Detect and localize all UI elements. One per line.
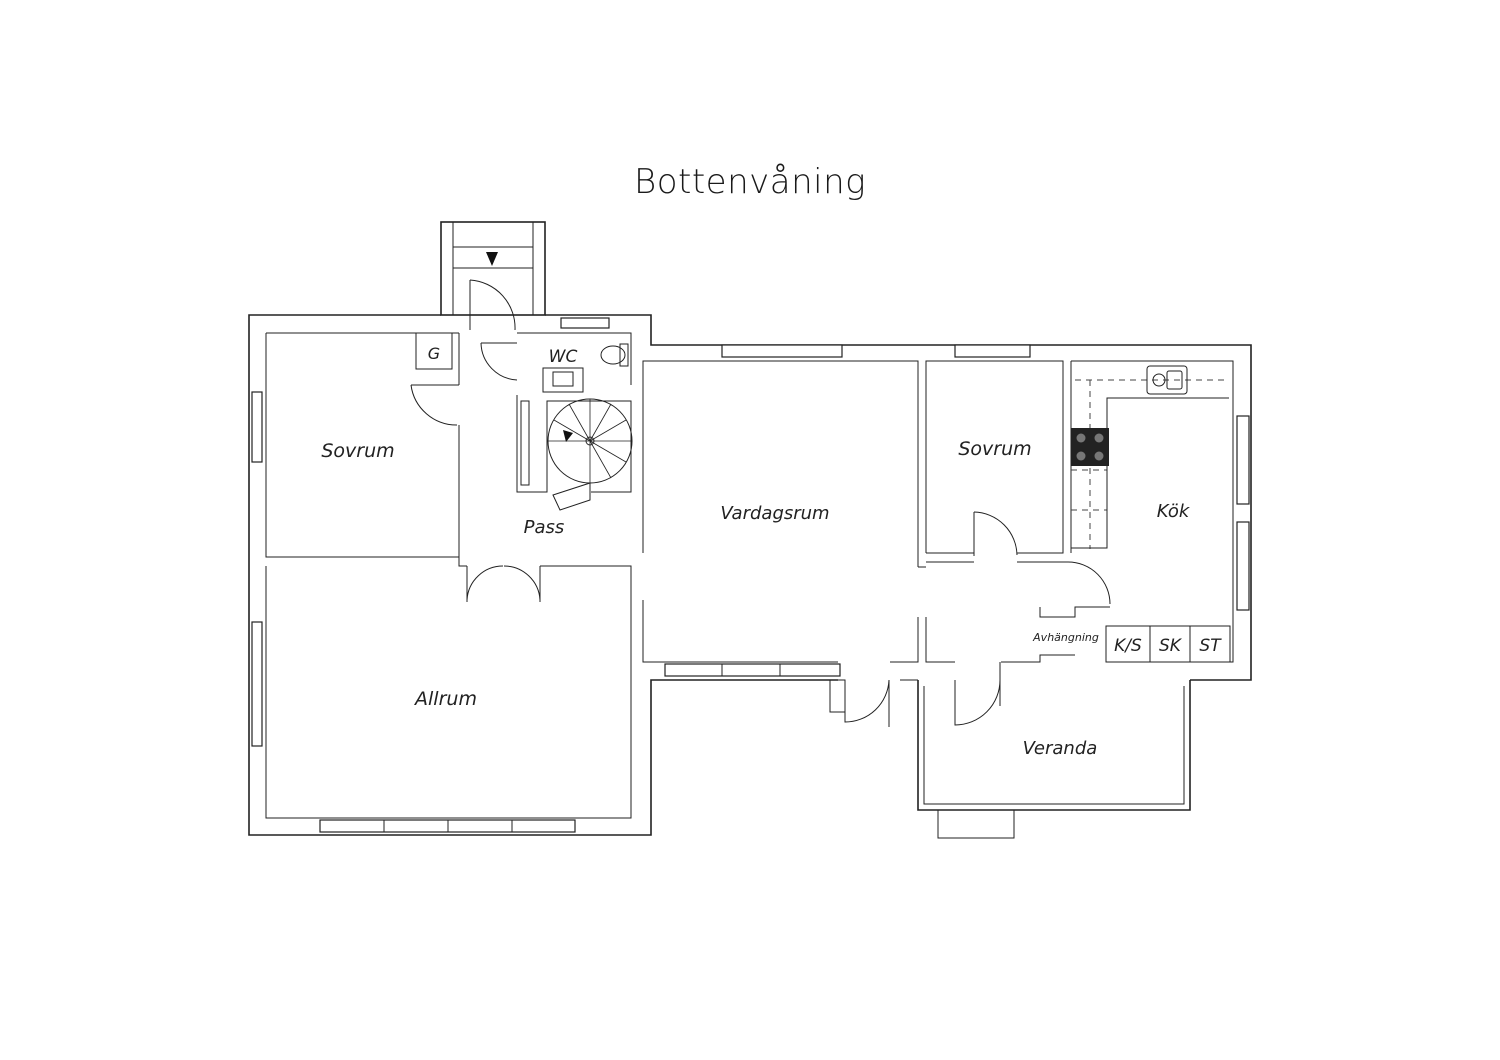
stair-down-arrow-icon [563,430,573,442]
veranda [900,679,1191,839]
label-vardagsrum: Vardagsrum [720,503,829,524]
closet-g [415,332,453,370]
label-st: ST [1199,636,1222,656]
entrance-stair [440,221,546,316]
label-ks: K/S [1114,636,1142,656]
label-wc: WC [549,347,578,367]
label-sovrum-right: Sovrum [958,438,1031,460]
label-veranda: Veranda [1023,738,1098,759]
stove-icon [1071,428,1109,466]
label-pass: Pass [524,517,565,538]
wc-block [516,332,632,493]
room-labels: Sovrum G WC Pass Allrum Vardagsrum Sovru… [321,344,1222,759]
label-avhangning: Avhängning [1032,631,1099,644]
label-sovrum-left: Sovrum [321,440,394,462]
doors [410,279,1111,727]
label-kok: Kök [1157,501,1191,522]
outer-walls [248,314,1252,836]
windows [251,317,1250,833]
stair-arrow-icon [486,252,498,266]
label-sk: SK [1159,636,1183,656]
label-allrum: Allrum [413,688,477,710]
label-g: G [428,344,440,363]
kitchen-fixtures [1071,365,1231,663]
plan-title: Bottenvåning [633,162,867,202]
spiral-stair [547,398,633,511]
sink-icon [1146,365,1188,395]
